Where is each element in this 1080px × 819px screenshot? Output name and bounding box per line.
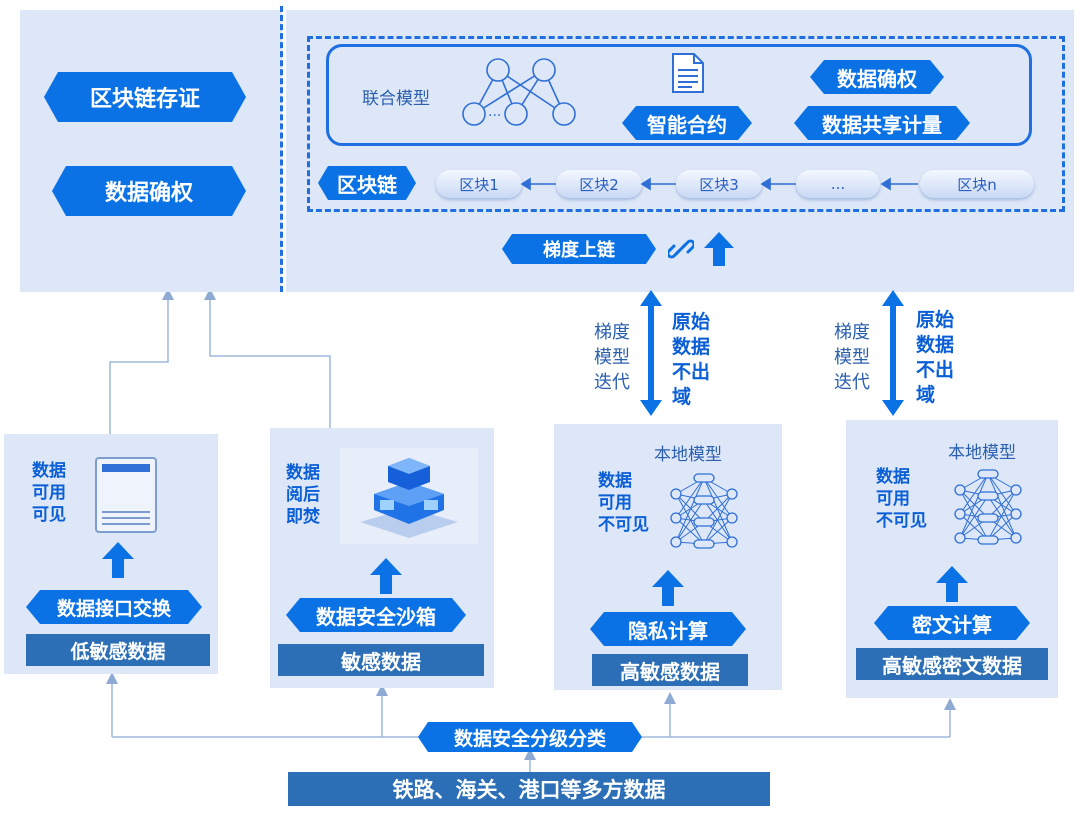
data-share-metering-hex: 数据共享计量 bbox=[794, 106, 970, 140]
card4-side-text: 数据 可用 不可见 bbox=[876, 467, 927, 531]
card4-method-hex: 密文计算 bbox=[874, 606, 1030, 640]
chain-dashed-frame bbox=[307, 36, 1065, 212]
block-ellipsis: ... bbox=[796, 170, 880, 198]
card3-local-model-title: 本地模型 bbox=[654, 445, 722, 465]
data-rights-hex: 数据确权 bbox=[52, 166, 246, 216]
local-model-network-icon-1 bbox=[670, 473, 738, 549]
card3-up-arrow-icon bbox=[652, 570, 684, 606]
data-sources-bar: 铁路、海关、港口等多方数据 bbox=[288, 772, 770, 806]
card2-up-arrow-icon bbox=[370, 558, 402, 594]
panel-divider bbox=[280, 6, 283, 292]
model-box bbox=[326, 44, 1032, 146]
local-model-network-icon-2 bbox=[954, 469, 1022, 545]
top-left-panel bbox=[20, 10, 282, 292]
network-icon bbox=[462, 58, 576, 126]
raw-data-label-2: 原始 数据 不出 域 bbox=[916, 309, 955, 406]
card1-up-arrow-icon bbox=[102, 542, 134, 578]
classification-hex: 数据安全分级分类 bbox=[418, 722, 642, 752]
sandbox-icon bbox=[340, 448, 478, 544]
document-icon bbox=[672, 53, 704, 93]
card3-method-hex: 隐私计算 bbox=[590, 612, 746, 646]
card4-up-arrow-icon bbox=[936, 566, 968, 602]
double-arrow-2 bbox=[882, 290, 904, 416]
card2-side-text: 数据 阅后 即焚 bbox=[286, 463, 320, 527]
card3-level-bar: 高敏感数据 bbox=[592, 654, 748, 686]
gradient-iter-label-2: 梯度 模型 迭代 bbox=[834, 322, 870, 393]
gradient-iter-label-1: 梯度 模型 迭代 bbox=[594, 322, 630, 393]
block-n: 区块n bbox=[920, 170, 1034, 198]
blockchain-hex: 区块链 bbox=[318, 166, 416, 200]
card4-level-bar: 高敏感密文数据 bbox=[856, 648, 1048, 680]
card1-level-bar: 低敏感数据 bbox=[26, 634, 210, 666]
card1-side-text: 数据 可用 可见 bbox=[32, 461, 66, 525]
smart-contract-hex: 智能合约 bbox=[622, 106, 752, 140]
gradient-on-chain-hex: 梯度上链 bbox=[502, 234, 656, 264]
device-icon bbox=[95, 457, 157, 533]
card4-local-model-title: 本地模型 bbox=[948, 443, 1016, 463]
joint-model-label: 联合模型 bbox=[362, 89, 430, 109]
card1-method-hex: 数据接口交换 bbox=[26, 590, 202, 624]
up-arrow-icon bbox=[704, 232, 734, 266]
card2-method-hex: 数据安全沙箱 bbox=[286, 598, 466, 632]
block-chain-arrows bbox=[520, 177, 918, 191]
block-3: 区块3 bbox=[676, 170, 762, 198]
card2-level-bar: 敏感数据 bbox=[278, 644, 484, 676]
double-arrow-1 bbox=[640, 290, 662, 416]
blockchain-cert-hex: 区块链存证 bbox=[44, 72, 246, 122]
ellipsis-node-label: ... bbox=[488, 104, 502, 120]
link-icon bbox=[668, 239, 694, 259]
raw-data-label-1: 原始 数据 不出 域 bbox=[672, 311, 711, 408]
data-rights-top-hex: 数据确权 bbox=[810, 60, 944, 94]
card3-side-text: 数据 可用 不可见 bbox=[598, 471, 649, 535]
block-2: 区块2 bbox=[556, 170, 642, 198]
block-1: 区块1 bbox=[436, 170, 522, 198]
